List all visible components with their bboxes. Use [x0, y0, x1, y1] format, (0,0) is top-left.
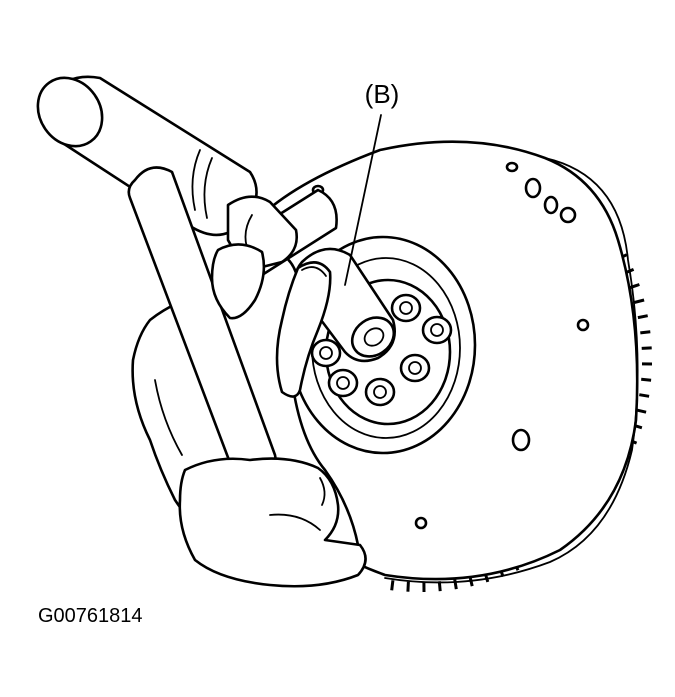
hand-fingers: [154, 243, 367, 588]
socket-bore: [363, 327, 385, 347]
dowel-hole: [559, 206, 577, 224]
gear-tooth: [390, 580, 395, 591]
crankshaft-bolt: [310, 338, 342, 368]
bolt-hole: [576, 318, 590, 332]
handle-collar: [191, 149, 201, 211]
socket-end: [350, 316, 396, 358]
knuckle-crease: [269, 513, 321, 531]
handle-collar: [203, 157, 213, 219]
crankshaft-bolts: [310, 293, 453, 407]
gear-tooth: [640, 330, 651, 335]
gear-tooth: [635, 408, 647, 414]
finger-nail: [301, 266, 327, 277]
crankshaft-bolt: [399, 353, 431, 383]
hand-lower: [178, 457, 367, 588]
handle-end-cap: [36, 76, 104, 148]
figure-id: G00761814: [38, 605, 143, 627]
gear-tooth: [406, 581, 410, 592]
gear-tooth: [634, 298, 645, 304]
callout-leader-line: [344, 114, 382, 286]
crankshaft-bolt: [421, 315, 453, 345]
socket-handle: [36, 75, 298, 489]
flywheel-rim-edge: [384, 157, 639, 584]
palm-crease: [154, 379, 183, 456]
gear-tooth: [639, 393, 650, 398]
gear-tooth: [453, 579, 458, 590]
gear-tooth: [637, 314, 648, 320]
gear-tooth: [641, 377, 652, 382]
knuckle-crease: [319, 477, 326, 506]
crankshaft-bolt: [390, 293, 422, 323]
flywheel-holes: [311, 161, 590, 530]
dowel-hole: [511, 428, 531, 452]
callout-label: (B): [365, 79, 400, 109]
bolt-hole: [414, 516, 428, 530]
middle-finger: [210, 243, 266, 320]
crankshaft-bolt: [364, 377, 396, 407]
dowel-hole: [543, 195, 559, 215]
crankshaft-bolt: [327, 368, 359, 398]
bolt-hole: [505, 161, 519, 173]
dowel-hole: [524, 177, 542, 199]
index-finger: [275, 261, 332, 398]
gear-tooth: [641, 346, 652, 350]
